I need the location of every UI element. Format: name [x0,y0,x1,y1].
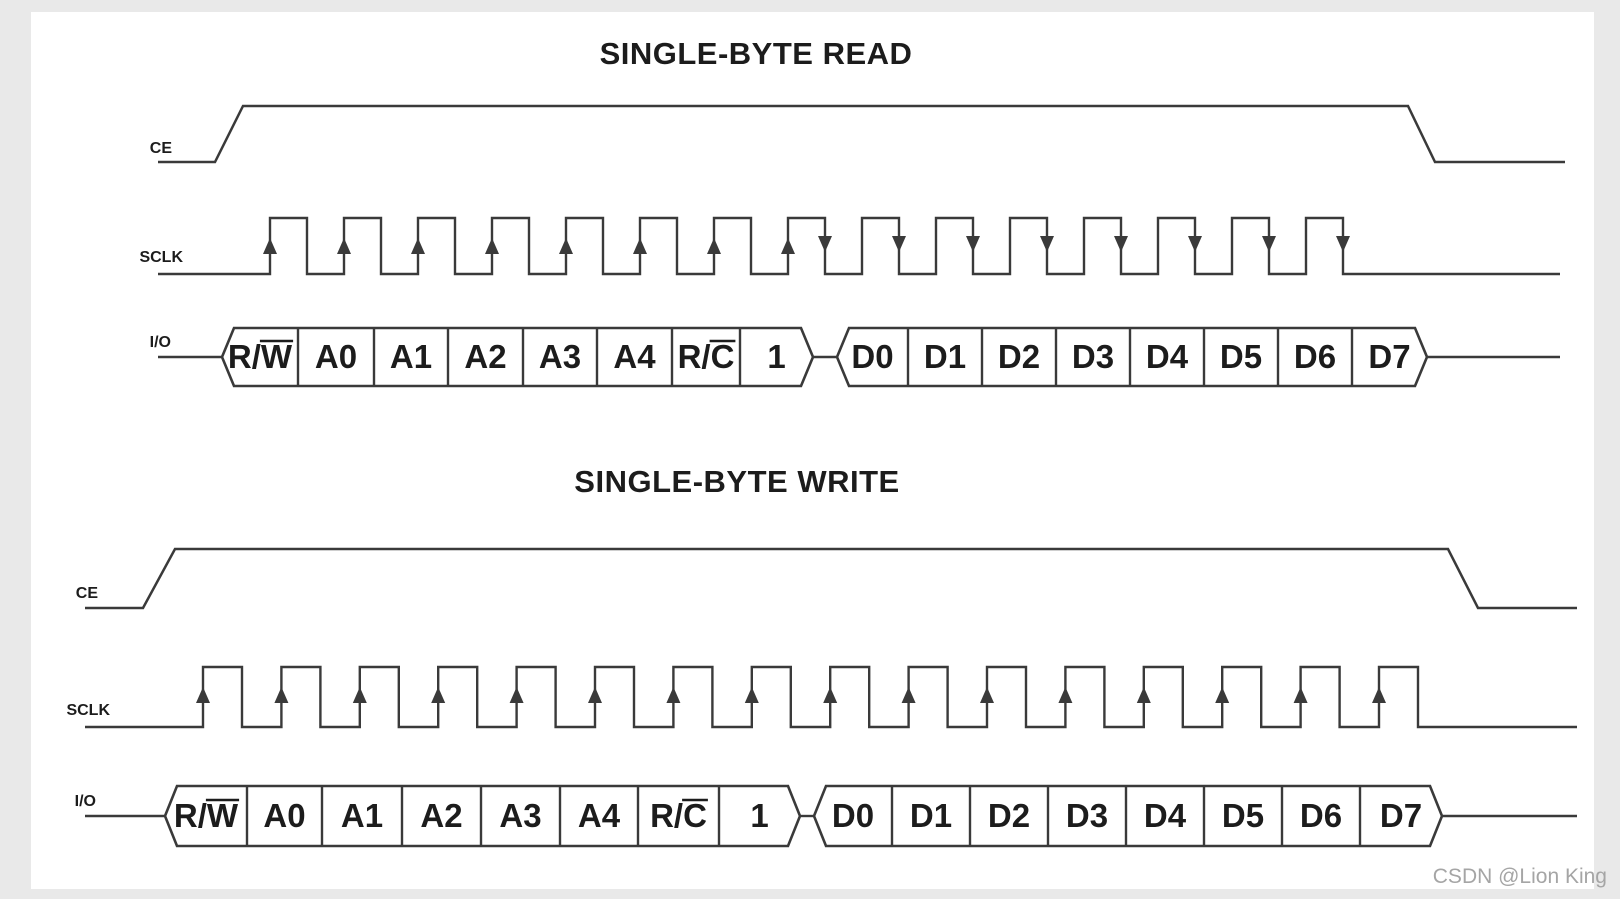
write-sclk-rising-edge-arrow-icon [588,687,602,703]
write-diagram: CE SCLK I/O R/W A0 A1 A2 A3 A4 R/C 1 D0 D1 D2 D3 D4 D5 D6… [66,547,1577,848]
read-io-bit-label: D1 [924,338,966,375]
read-sclk-falling-edge-arrow-icon [1040,236,1054,252]
read-io-bit-label: A2 [464,338,506,375]
read-sclk-rising-edge-arrow-icon [485,238,499,254]
write-io-bit-label: A2 [420,797,462,834]
write-io-bit-label: A4 [578,797,621,834]
read-sclk-falling-edge-arrow-icon [818,236,832,252]
diagram-paper [31,12,1594,889]
read-sclk-falling-edge-arrow-icon [966,236,980,252]
write-sclk-rising-edge-arrow-icon [352,687,367,703]
read-io-bit-label: D2 [998,338,1040,375]
write-io-bit-label: A1 [341,797,383,834]
read-sclk-falling-edge-arrow-icon [1262,236,1276,252]
read-io-bit-label: A4 [613,338,656,375]
read-sclk-rising-edge-arrow-icon [707,238,721,254]
read-io-bit-label: R/C [678,338,735,375]
read-io-bit-label: A3 [539,338,581,375]
read-sclk-waveform [158,216,1560,276]
write-sclk-rising-edge-arrow-icon [901,687,916,703]
read-io-bit-label: R/W [228,338,293,375]
read-sclk-falling-edge-arrow-icon [1114,236,1128,252]
write-sclk-waveform [85,665,1577,729]
write-sclk-rising-edge-arrow-icon [744,687,759,703]
write-io-bit-label: D7 [1380,797,1422,834]
read-io-bit-label: A0 [315,338,357,375]
write-sclk-rising-edge-arrow-icon [509,687,524,703]
write-io-bit-label: D3 [1066,797,1108,834]
read-ce-label: CE [150,140,173,157]
write-sclk-rising-edge-arrow-icon [1372,687,1386,703]
watermark-text: CSDN @Lion King [1432,865,1607,888]
read-io-bit-label: D0 [851,338,893,375]
write-sclk-rising-edge-arrow-icon [1058,687,1073,703]
read-sclk-label: SCLK [139,249,183,266]
write-io-bit-label: 1 [750,797,768,834]
write-io-bit-label: D5 [1222,797,1264,834]
read-sclk-rising-edge-arrow-icon [559,238,573,254]
read-diagram: CE SCLK I/O R/W A0 A1 A2 A3 A4 R/C 1 D0 D1 D2 D3 D4 D5 D6… [139,104,1565,388]
write-io-bit-label: D2 [988,797,1030,834]
read-ce-waveform [158,104,1565,164]
read-io-bit-label: D7 [1368,338,1410,375]
write-io-label: I/O [75,793,96,810]
write-io-bit-label: D1 [910,797,952,834]
read-sclk-falling-edge-arrow-icon [1188,236,1202,252]
read-io-bit-label: 1 [767,338,785,375]
write-sclk-rising-edge-arrow-icon [666,687,681,703]
read-sclk-rising-edge-arrow-icon [337,238,351,254]
write-sclk-rising-edge-arrow-icon [823,687,838,703]
write-sclk-label: SCLK [66,702,110,719]
read-sclk-rising-edge-arrow-icon [633,238,647,254]
write-sclk-rising-edge-arrow-icon [1215,687,1230,703]
write-io-bit-label: R/W [174,797,239,834]
write-io-command-byte-group [163,784,802,848]
write-title: SINGLE-BYTE WRITE [574,464,900,499]
write-ce-waveform [85,547,1577,610]
read-io-bit-label: D4 [1146,338,1189,375]
write-sclk-rising-edge-arrow-icon [274,687,289,703]
write-sclk-rising-edge-arrow-icon [980,687,994,703]
write-io-data-byte-group [812,784,1444,848]
read-sclk-rising-edge-arrow-icon [781,238,795,254]
write-io-bit-label: A0 [263,797,305,834]
read-sclk-falling-edge-arrow-icon [892,236,906,252]
write-sclk-rising-edge-arrow-icon [1136,687,1151,703]
write-io-bit-label: D4 [1144,797,1187,834]
read-io-command-byte-group [220,326,815,388]
read-io-data-byte-group [835,326,1429,388]
write-sclk-rising-edge-arrow-icon [196,687,210,703]
write-io-bit-label: R/C [650,797,707,834]
read-sclk-rising-edge-arrow-icon [263,238,277,254]
read-io-bit-label: D3 [1072,338,1114,375]
write-ce-label: CE [76,585,99,602]
write-sclk-rising-edge-arrow-icon [431,687,446,703]
read-io-bit-label: A1 [390,338,432,375]
read-io-label: I/O [150,334,171,351]
write-io-bit-label: A3 [499,797,541,834]
read-io-bit-label: D5 [1220,338,1262,375]
read-title: SINGLE-BYTE READ [599,36,913,71]
read-io-bit-label: D6 [1294,338,1336,375]
write-io-bit-label: D6 [1300,797,1342,834]
read-sclk-falling-edge-arrow-icon [1336,236,1350,252]
write-io-bit-label: D0 [832,797,874,834]
write-sclk-rising-edge-arrow-icon [1293,687,1308,703]
read-sclk-rising-edge-arrow-icon [411,238,425,254]
